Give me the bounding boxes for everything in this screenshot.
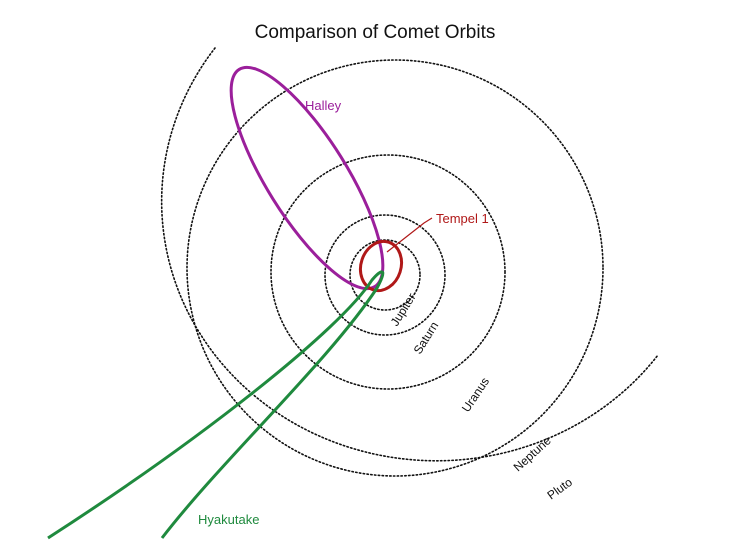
hyakutake-orbit — [47, 270, 385, 540]
saturn-orbit — [324, 214, 446, 336]
tempel-1-orbit — [358, 239, 404, 293]
diagram-title: Comparison of Comet Orbits — [255, 22, 496, 43]
halley-orbit — [229, 65, 385, 291]
pluto-orbit — [160, 47, 659, 462]
hyakutake-label: Hyakutake — [198, 512, 259, 527]
uranus-label: Uranus — [459, 375, 492, 415]
planet-orbits — [160, 47, 659, 477]
neptune-orbit — [186, 59, 604, 477]
tempel-1-label: Tempel 1 — [436, 211, 489, 226]
planet-labels: Jupiter Saturn Uranus Neptune Pluto — [388, 291, 575, 503]
tempel-1-leader-line — [386, 217, 433, 253]
halley-label: Halley — [305, 98, 342, 113]
pluto-label: Pluto — [545, 475, 576, 503]
neptune-label: Neptune — [511, 433, 554, 474]
uranus-orbit — [270, 154, 506, 390]
saturn-label: Saturn — [411, 319, 442, 356]
